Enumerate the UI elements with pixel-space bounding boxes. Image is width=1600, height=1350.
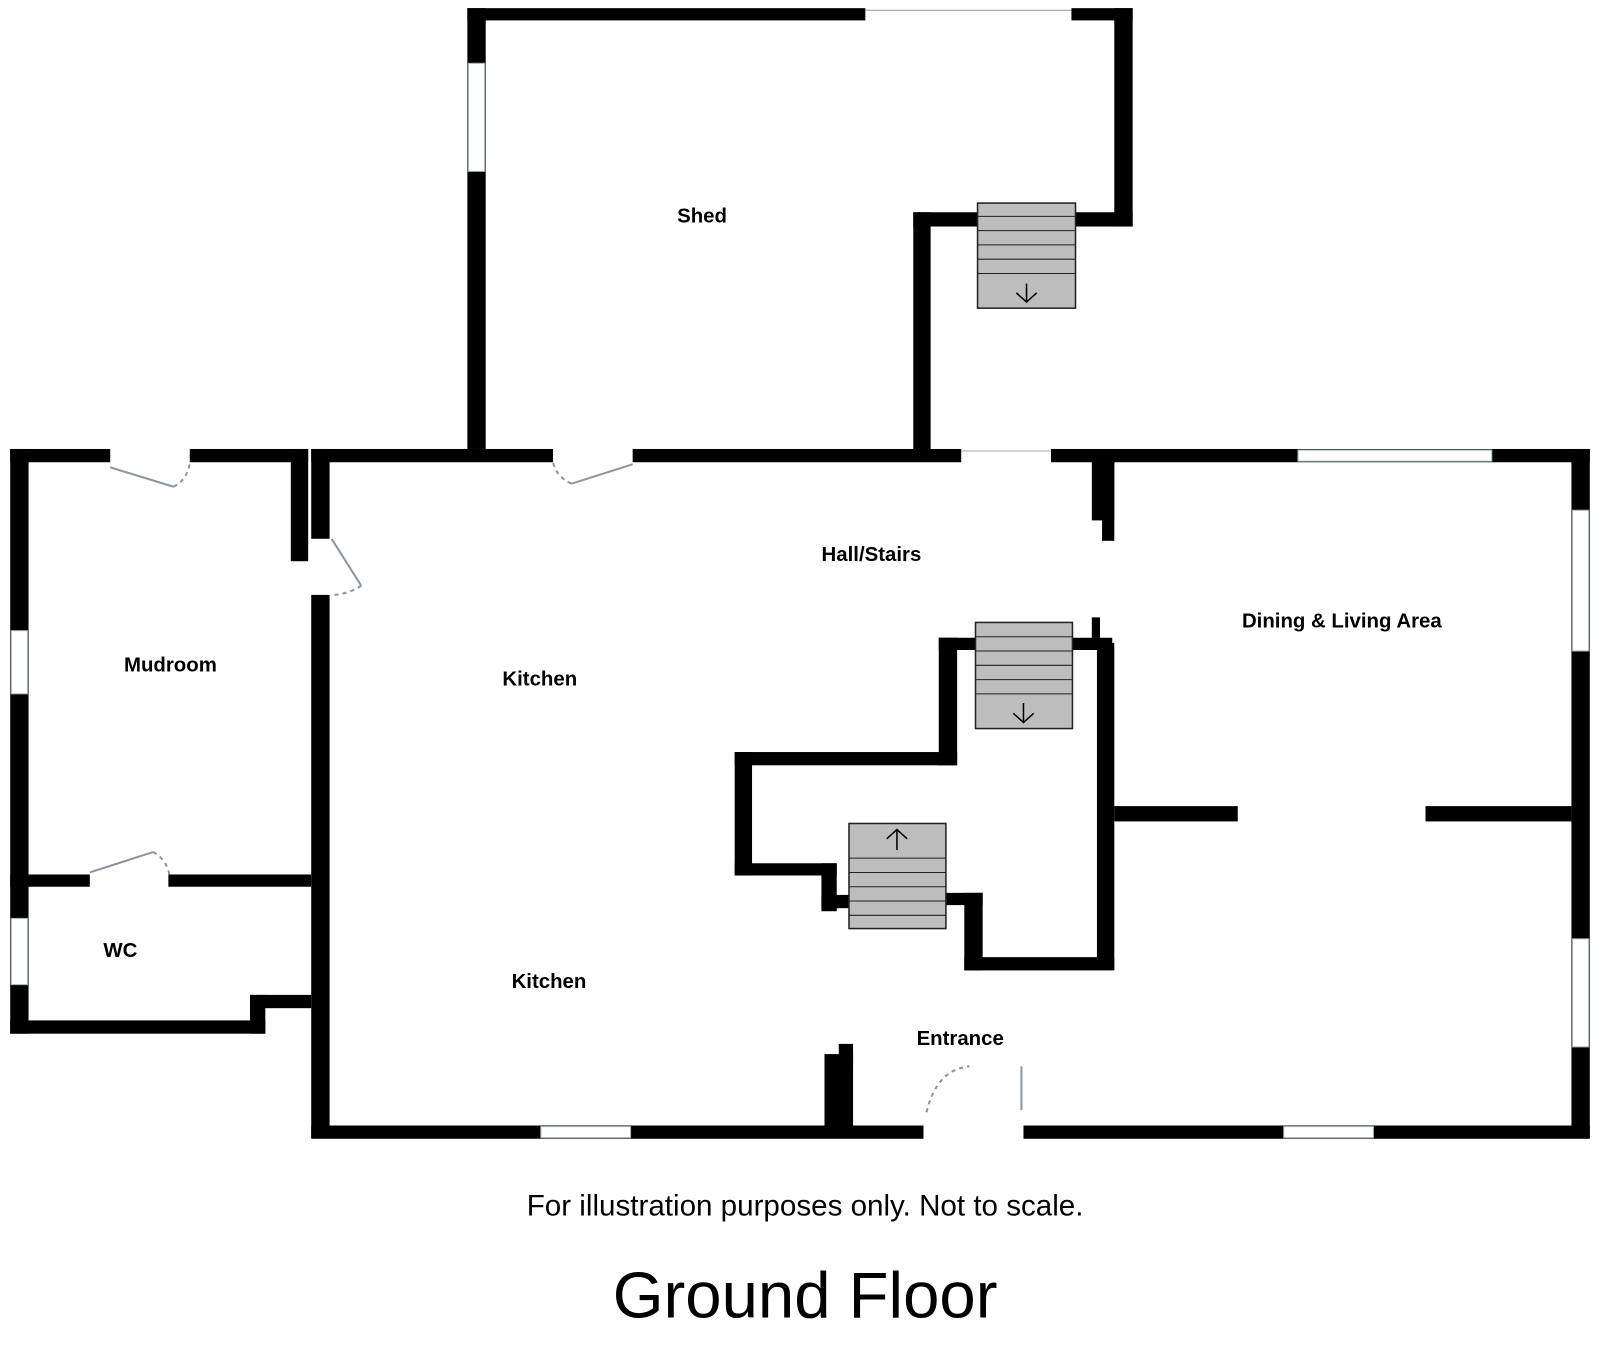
walls	[10, 8, 1590, 1139]
room-label-kitchen-upper: Kitchen	[502, 669, 577, 691]
disclaimer-text: For illustration purposes only. Not to s…	[527, 1189, 1084, 1222]
arrow-up-icon	[886, 828, 908, 850]
arrow-down-icon	[1015, 283, 1038, 304]
room-label-wc: WC	[103, 940, 137, 962]
staircase-shed	[976, 202, 1077, 309]
room-label-entrance: Entrance	[917, 1028, 1004, 1050]
windows	[10, 62, 1590, 1139]
room-label-kitchen-lower: Kitchen	[512, 971, 587, 993]
staircases	[848, 202, 1077, 930]
room-label-shed: Shed	[677, 205, 727, 227]
room-label-dining: Dining & Living Area	[1242, 611, 1442, 633]
staircase-hall-down	[974, 621, 1074, 730]
room-label-hall: Hall/Stairs	[822, 544, 922, 566]
doors	[89, 462, 1023, 1113]
floor-title: Ground Floor	[613, 1258, 998, 1331]
room-labels: Shed Hall/Stairs Dining & Living Area Mu…	[103, 205, 1442, 1049]
arrow-down-icon	[1012, 703, 1035, 724]
staircase-hall-up	[848, 822, 947, 930]
room-label-mudroom: Mudroom	[124, 654, 217, 676]
